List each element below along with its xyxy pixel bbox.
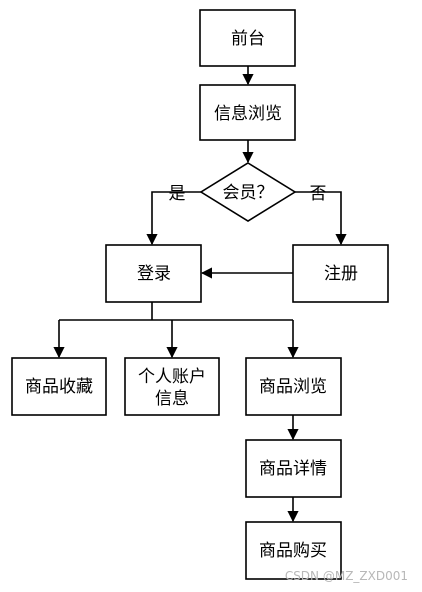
node-account-info: 个人账户 信息 [124,357,220,416]
node-product-purchase: 商品购买 [245,521,342,580]
node-register-label: 注册 [324,264,358,284]
node-account-info-label-line2: 信息 [155,389,189,409]
watermark: CSDN @MZ_ZXD001 [285,569,408,583]
node-frontend-label: 前台 [231,29,265,49]
node-member-decision: 会员？ [199,162,297,222]
edge-decision-no-to-register [295,191,347,246]
node-product-detail-label: 商品详情 [259,459,327,479]
edge-label-no: 否 [310,184,327,204]
node-favorites-label: 商品收藏 [25,377,93,397]
node-product-browse: 商品浏览 [245,357,342,416]
node-product-detail: 商品详情 [245,439,342,498]
node-login: 登录 [105,244,202,303]
node-product-purchase-label: 商品购买 [259,541,327,561]
edge-label-yes: 是 [169,184,186,204]
node-login-label: 登录 [137,264,171,284]
node-member-decision-label: 会员？ [223,183,274,203]
node-browse-info-label: 信息浏览 [214,104,282,124]
edge-decision-yes-to-login [146,191,201,246]
node-frontend: 前台 [199,9,296,67]
node-register: 注册 [292,244,389,303]
node-product-browse-label: 商品浏览 [259,377,327,397]
node-browse-info: 信息浏览 [199,84,296,141]
node-account-info-label-line1: 个人账户 [138,367,206,387]
node-favorites: 商品收藏 [11,357,107,416]
